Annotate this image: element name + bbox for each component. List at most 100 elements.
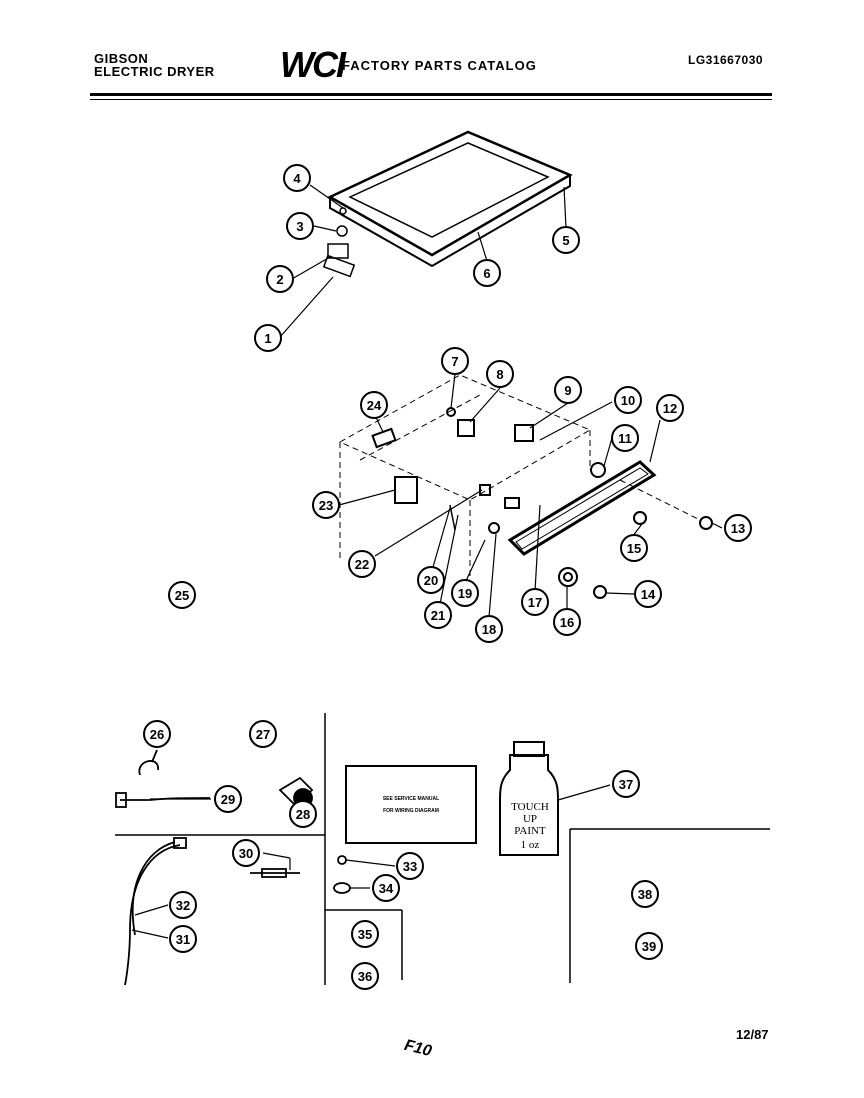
console-panel-12 [507,460,657,556]
brand-name: GIBSON [94,51,149,66]
callout-20: 20 [417,566,445,594]
callout-number: 14 [641,587,656,602]
callout-circle [473,259,501,287]
service-note-line2: FOR WIRING DIAGRAM [383,808,439,814]
part-22 [479,484,491,496]
catalog-title: FACTORY PARTS CATALOG [342,58,537,73]
wci-logo: WCI [280,44,346,85]
callout-21: 21 [424,601,452,629]
callout-circle [451,579,479,607]
callout-circle [289,800,317,828]
part-34 [333,882,351,894]
callout-5: 5 [552,226,580,254]
callout-number: 22 [355,557,369,572]
callout-number: 23 [319,498,333,513]
callout-circle [631,880,659,908]
callout-10: 10 [614,386,642,414]
accessory-leaders [131,784,611,939]
callout-19: 19 [451,579,479,607]
callout-group: 1234567891011121314151617181920212223242… [143,164,752,990]
callout-8: 8 [486,360,514,388]
callout-circle [168,581,196,609]
callout-number: 5 [562,233,569,248]
callout-circle [351,962,379,990]
callout-number: 3 [296,219,303,234]
callout-number: 8 [496,367,503,382]
callout-number: 32 [176,898,190,913]
knob-14 [593,585,607,599]
top-leaders [279,184,567,338]
callout-circle [360,391,388,419]
accessory-section-lines [115,713,770,985]
callout-number: 19 [458,586,472,601]
callout-22: 22 [348,550,376,578]
paint-line1: TOUCH [511,801,549,813]
callout-1: 1 [254,324,282,352]
callout-34: 34 [372,874,400,902]
paint-bottle [499,754,559,856]
callout-circle [424,601,452,629]
top-panel-edge [329,175,571,268]
callout-32: 32 [169,891,197,919]
callout-7: 7 [441,347,469,375]
panel-leaders [338,373,723,618]
brand-block: GIBSON ELECTRIC DRYER [94,52,215,78]
callout-number: 11 [618,431,632,446]
callout-number: 1 [264,331,271,346]
bracket-24 [371,427,397,449]
callout-number: 28 [296,807,310,822]
callout-number: 16 [560,615,574,630]
timer-23 [394,476,418,504]
callout-number: 15 [627,541,641,556]
callout-number: 6 [483,266,490,281]
knob-16 [558,567,578,587]
callout-24: 24 [360,391,388,419]
hook-26 [138,760,159,776]
callout-14: 14 [634,580,662,608]
callout-number: 2 [276,272,283,287]
paint-line3: PAINT [514,825,546,837]
callout-number: 26 [150,727,164,742]
callout-number: 10 [621,393,635,408]
callout-circle [486,360,514,388]
callout-28: 28 [289,800,317,828]
callout-38: 38 [631,880,659,908]
callout-37: 37 [612,770,640,798]
callout-circle [283,164,311,192]
callout-circle [724,514,752,542]
callout-circle [635,932,663,960]
callout-number: 38 [638,887,652,902]
callout-circle [656,394,684,422]
service-note-box [345,765,477,844]
callout-circle [417,566,445,594]
callout-17: 17 [521,588,549,616]
knob-15 [633,511,647,525]
callout-circle [611,424,639,452]
switch-8 [457,419,475,437]
callout-circle [614,386,642,414]
callout-circle [169,925,197,953]
hinge-screw-4 [339,207,347,215]
callout-circle [634,580,662,608]
header-rule [90,93,772,96]
paint-line2: UP [523,813,537,825]
callout-circle [143,720,171,748]
callout-number: 34 [379,881,394,896]
top-lid-assembly [322,130,573,278]
callout-6: 6 [473,259,501,287]
callout-36: 36 [351,962,379,990]
wire-29 [120,797,211,801]
callout-35: 35 [351,920,379,948]
callout-circle [351,920,379,948]
callout-number: 4 [293,171,301,186]
callout-number: 20 [424,573,438,588]
callout-circle [475,615,503,643]
callout-number: 35 [358,927,372,942]
callout-number: 30 [239,846,253,861]
model-number: LG31667030 [688,53,764,67]
callout-number: 18 [482,622,496,637]
callout-number: 21 [431,608,445,623]
callout-30: 30 [232,839,260,867]
callout-number: 7 [451,354,458,369]
